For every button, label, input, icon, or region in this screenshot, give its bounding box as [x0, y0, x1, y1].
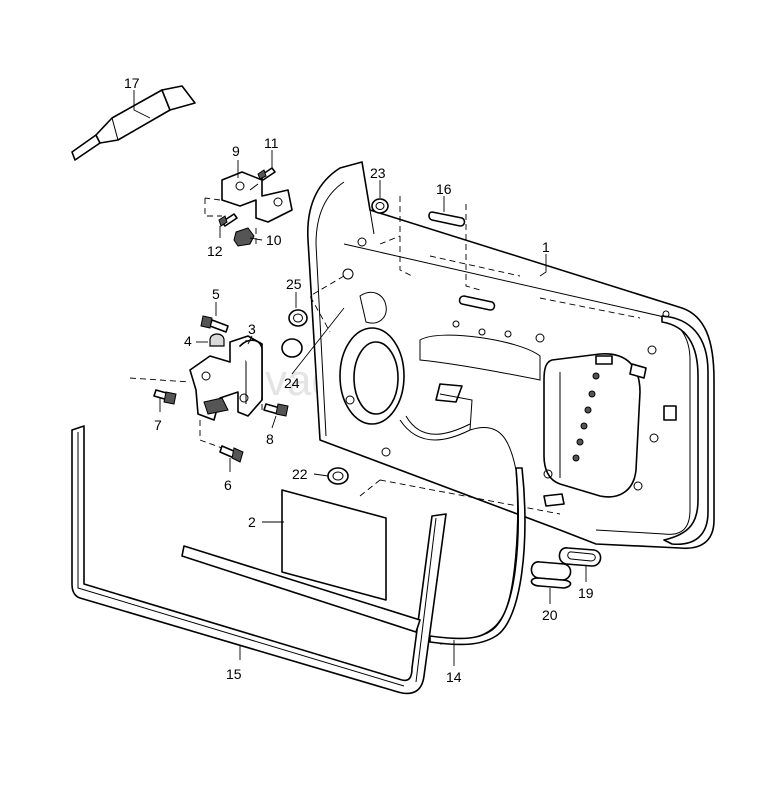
- callout-15: 15: [226, 666, 242, 682]
- foil-sheet-part: [281, 489, 387, 601]
- plug-19-part: [558, 547, 602, 567]
- callout-10: 10: [266, 232, 282, 248]
- callout-labels: 17 9 11 12 10 5 3 4 7 8 6 1 16 23 25 24 …: [124, 75, 594, 685]
- strip-16b-part: [458, 295, 496, 311]
- callout-17: 17: [124, 75, 140, 91]
- grommet-23-part: [371, 198, 389, 214]
- grommet-25-part: [288, 309, 308, 327]
- callout-24: 24: [284, 375, 300, 391]
- plug-20-part: [530, 561, 572, 589]
- callout-19: 19: [578, 585, 594, 601]
- upper-hinge-part: [221, 171, 293, 223]
- trim-strip-part: [181, 545, 421, 633]
- callout-20: 20: [542, 607, 558, 623]
- callout-5: 5: [212, 286, 220, 302]
- door-seal-15-part: [71, 425, 447, 695]
- bolt-6-part: [219, 445, 244, 463]
- leader-lines: [133, 90, 587, 666]
- callout-7: 7: [154, 417, 162, 433]
- callout-14: 14: [446, 669, 462, 685]
- callout-8: 8: [266, 431, 274, 447]
- nut-10-part: [233, 227, 255, 247]
- callout-3: 3: [248, 321, 256, 337]
- bolt-7-part: [153, 389, 177, 405]
- callout-2: 2: [248, 514, 256, 530]
- callout-25: 25: [286, 276, 302, 292]
- door-panel-part: [307, 161, 715, 645]
- callout-16: 16: [436, 181, 452, 197]
- callout-1: 1: [542, 239, 550, 255]
- bolt-5-part: [200, 315, 229, 333]
- strip-16-part: [428, 211, 466, 227]
- bolt-11-part: [257, 167, 276, 181]
- callout-9: 9: [232, 143, 240, 159]
- lower-hinge-part: [189, 335, 263, 421]
- hinge-cap-4-part: [209, 333, 225, 347]
- bolt-8-part: [263, 403, 289, 417]
- door-seal-14-part: [429, 467, 526, 646]
- callout-4: 4: [184, 333, 192, 349]
- callout-22: 22: [292, 466, 308, 482]
- callout-12: 12: [207, 243, 223, 259]
- callout-6: 6: [224, 477, 232, 493]
- sealant-tube-part: [71, 85, 196, 161]
- grommet-22-part: [327, 467, 349, 485]
- callout-11: 11: [264, 135, 279, 151]
- plug-24-part: [281, 338, 303, 358]
- bolt-12-part: [218, 213, 238, 227]
- callout-23: 23: [370, 165, 386, 181]
